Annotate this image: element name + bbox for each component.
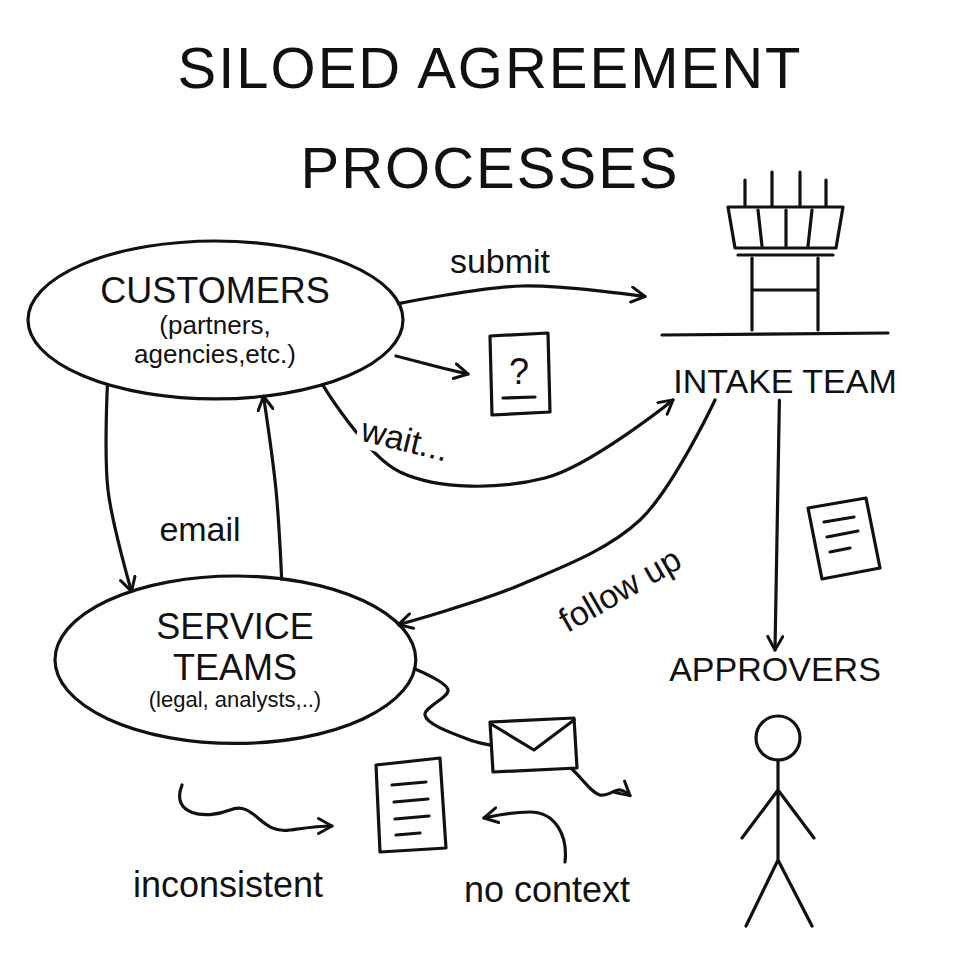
note-label: inconsistent bbox=[129, 865, 327, 905]
service-teams-ellipse: SERVICE TEAMS(legal, analysts,..) bbox=[53, 574, 418, 745]
document-lines bbox=[392, 782, 429, 835]
ellipse-shape bbox=[28, 241, 403, 399]
ground-line bbox=[662, 333, 888, 335]
node-text-group: CUSTOMERS(partners, agencies,etc.) bbox=[90, 271, 340, 370]
ellipse-shape bbox=[55, 576, 416, 743]
connector-arrow bbox=[264, 396, 282, 579]
document-lines bbox=[824, 517, 858, 552]
connector-arrow bbox=[106, 385, 131, 592]
approvers-node: APPROVERS bbox=[630, 650, 920, 930]
node-text-group: APPROVERS bbox=[635, 650, 915, 688]
arrow-line bbox=[396, 356, 468, 374]
node-text-group: SERVICE TEAMS(legal, analysts,..) bbox=[115, 607, 355, 712]
document-icon bbox=[490, 333, 550, 415]
tower-windows bbox=[758, 210, 812, 246]
document-outline bbox=[490, 333, 550, 415]
intake-team-node: INTAKE TEAM bbox=[645, 170, 925, 400]
envelope-icon bbox=[490, 718, 577, 772]
figure-body bbox=[742, 760, 814, 926]
wavy-arrow bbox=[180, 785, 332, 830]
edge-label: follow up bbox=[549, 538, 691, 641]
node-title: APPROVERS bbox=[669, 650, 881, 688]
node-title: INTAKE TEAM bbox=[673, 362, 897, 400]
document-line bbox=[503, 397, 535, 398]
tower-icon bbox=[662, 172, 888, 335]
document-icon bbox=[808, 498, 880, 579]
question-mark: ? bbox=[505, 352, 533, 392]
tower-cab bbox=[728, 207, 843, 248]
diagram-title: SILOED AGREEMENT PROCESSES bbox=[60, 18, 920, 218]
node-subtitle: (legal, analysts,..) bbox=[149, 688, 321, 713]
edge-label: wait... bbox=[354, 410, 457, 470]
connector-arrow bbox=[414, 669, 630, 796]
node-title: SERVICE TEAMS bbox=[115, 607, 355, 688]
connector-arrow bbox=[323, 385, 673, 487]
connector-arrow bbox=[775, 400, 779, 650]
stick-figure bbox=[742, 716, 814, 926]
document-icon bbox=[376, 758, 446, 852]
edge-label: email bbox=[155, 511, 244, 548]
curved-arrow bbox=[484, 812, 565, 862]
customer-ellipse: CUSTOMERS(partners, agencies,etc.) bbox=[26, 239, 405, 401]
document-outline bbox=[808, 498, 880, 579]
tower-deck bbox=[738, 253, 833, 256]
node-title: CUSTOMERS bbox=[100, 271, 329, 311]
figure-head bbox=[756, 716, 800, 760]
envelope-flap bbox=[491, 720, 574, 750]
tower-antennas bbox=[745, 172, 826, 205]
node-subtitle: (partners, agencies,etc.) bbox=[90, 311, 340, 369]
tower-legs bbox=[752, 258, 818, 330]
edge-label: submit bbox=[446, 243, 554, 280]
envelope-outline bbox=[490, 718, 577, 772]
document-outline bbox=[376, 758, 446, 852]
note-label: no context bbox=[460, 870, 634, 910]
connector-arrow bbox=[398, 286, 645, 304]
node-text-group: INTAKE TEAM bbox=[650, 362, 920, 400]
